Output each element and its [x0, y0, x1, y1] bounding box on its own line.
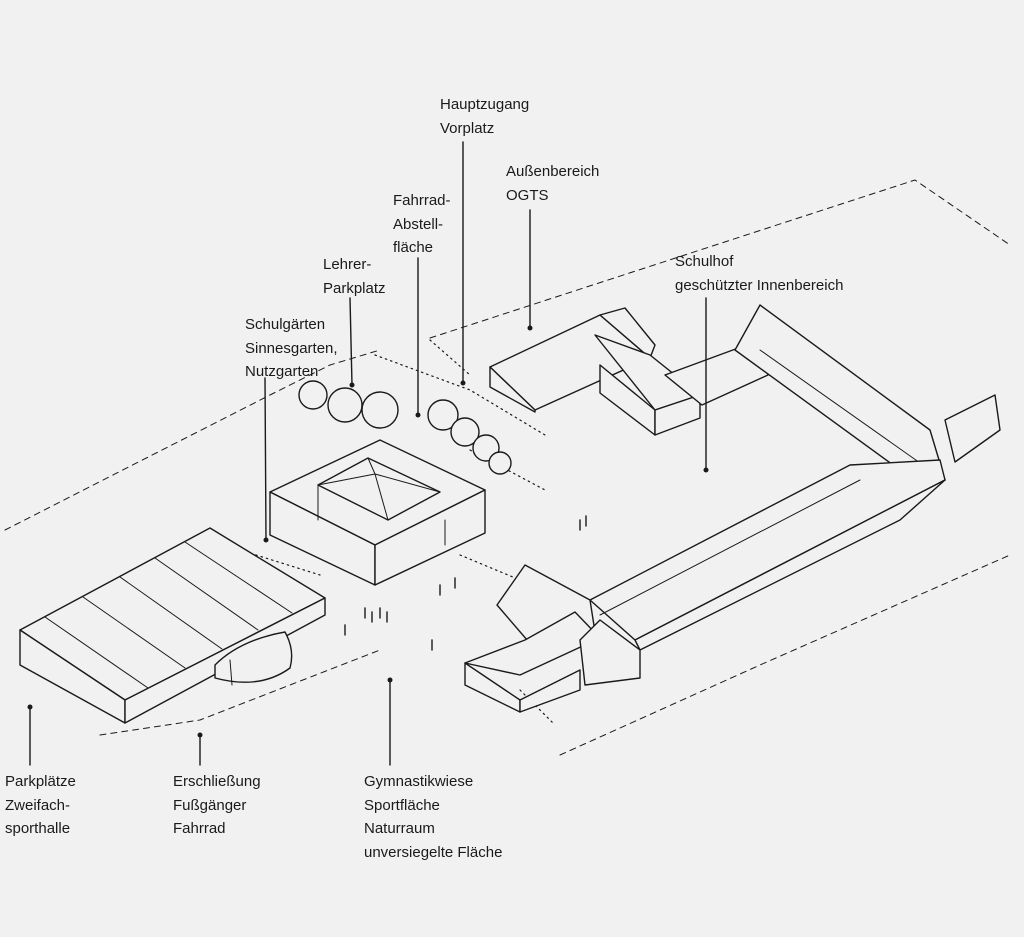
label-line: Außenbereich — [506, 163, 600, 180]
label-line: Fahrrad — [173, 820, 226, 837]
label-line: Vorplatz — [440, 119, 495, 137]
label-line: Sportfläche — [364, 796, 440, 814]
label-lehrer: Lehrer- Parkplatz — [323, 253, 386, 300]
label-line: sporthalle — [5, 820, 71, 837]
label-parkplaetze: Parkplätze Zweifach- sporthalle — [5, 770, 76, 841]
label-hauptzugang: Hauptzugang Vorplatz — [440, 93, 529, 140]
label-line: Fußgänger — [173, 796, 247, 814]
north-wing — [489, 307, 769, 436]
leader-lines — [29, 141, 707, 766]
label-aussenbereich: Außenbereich OGTS — [506, 160, 599, 207]
label-line: unversiegelte Fläche — [364, 843, 503, 861]
site-boundary — [4, 179, 1011, 756]
label-line: Lehrer- — [323, 256, 372, 273]
label-line: Gymnastikwiese — [364, 773, 474, 790]
label-line: Erschließung — [173, 773, 261, 790]
label-fahrrad: Fahrrad- Abstell- fläche — [393, 189, 451, 260]
label-line: Zweifach- — [5, 796, 71, 814]
label-erschliessung: Erschließung Fußgänger Fahrrad — [173, 770, 261, 841]
southwest-wing — [464, 564, 641, 713]
label-line: Naturraum — [364, 820, 435, 837]
sports-hall — [19, 527, 326, 724]
label-line: Schulhof — [675, 253, 734, 270]
label-line: fläche — [393, 239, 434, 256]
trees — [298, 380, 512, 475]
label-line: OGTS — [506, 186, 549, 204]
label-line: Nutzgarten — [245, 363, 319, 380]
label-line: Parkplatz — [323, 279, 386, 297]
people — [344, 515, 587, 651]
label-line: Abstell- — [393, 215, 444, 233]
label-schulgarten: Schulgärten Sinnesgarten, Nutzgarten — [245, 313, 338, 384]
main-building — [269, 439, 486, 586]
label-gymnastik: Gymnastikwiese Sportfläche Naturraum unv… — [364, 770, 502, 864]
label-line: Hauptzugang — [440, 96, 530, 113]
label-line: Parkplätze — [5, 773, 76, 790]
leader-pins — [27, 325, 709, 738]
label-schulhof: Schulhof geschützter Innenbereich — [675, 250, 843, 297]
label-line: Schulgärten — [245, 316, 326, 333]
label-line: Fahrrad- — [393, 192, 451, 209]
south-wing — [589, 459, 946, 651]
east-wing — [734, 304, 1001, 481]
label-line: Sinnesgarten, — [245, 339, 338, 357]
label-line: geschützter Innenbereich — [675, 276, 844, 294]
